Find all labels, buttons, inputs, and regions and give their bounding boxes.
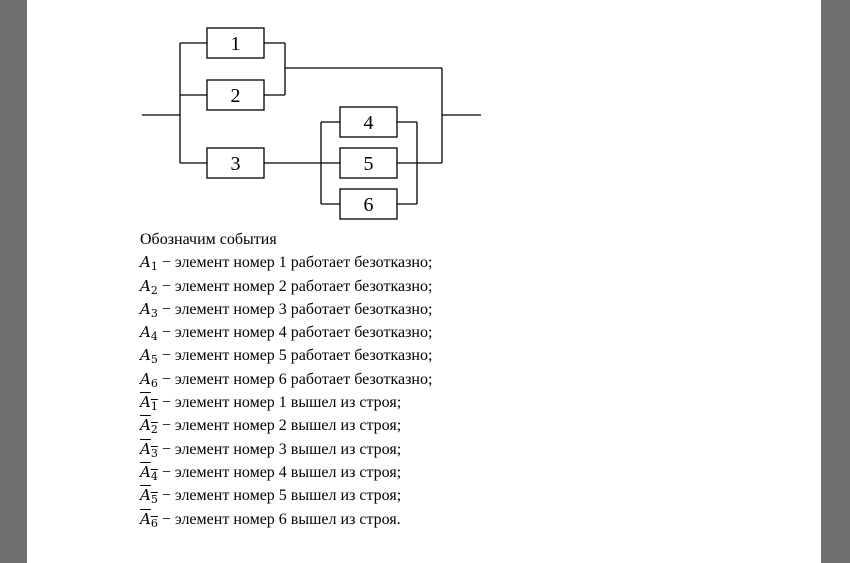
event-symbol: A1	[140, 253, 158, 274]
negated-event-symbol: A2	[140, 416, 158, 437]
block-label: 4	[364, 112, 374, 134]
block-label: 2	[231, 85, 241, 107]
block-3: 3	[206, 147, 265, 179]
negated-event-definition: A5 − элемент номер 5 вышел из строя;	[140, 486, 402, 507]
event-definition: A3 − элемент номер 3 работает безотказно…	[140, 299, 433, 320]
negated-event-definition: A1 − элемент номер 1 вышел из строя;	[140, 393, 402, 414]
event-symbol: A4	[140, 323, 158, 344]
block-label: 5	[364, 153, 374, 175]
event-definition: A6 − элемент номер 6 работает безотказно…	[140, 369, 433, 390]
event-definition: A2 − элемент номер 2 работает безотказно…	[140, 276, 433, 297]
event-symbol: A3	[140, 299, 158, 320]
event-definition: A5 − элемент номер 5 работает безотказно…	[140, 346, 433, 367]
event-symbol: A5	[140, 346, 158, 367]
negated-event-symbol: A6	[140, 509, 158, 530]
block-6: 6	[339, 188, 398, 220]
event-definitions: Обозначим события A1 − элемент номер 1 р…	[140, 229, 432, 531]
negated-event-symbol: A3	[140, 439, 158, 460]
block-4: 4	[339, 106, 398, 138]
event-symbol: A2	[140, 276, 158, 297]
block-label: 6	[364, 194, 374, 216]
negated-event-symbol: A1	[140, 393, 158, 414]
event-definition: A1 − элемент номер 1 работает безотказно…	[140, 253, 433, 274]
event-definition: A4 − элемент номер 4 работает безотказно…	[140, 323, 433, 344]
negated-event-symbol: A4	[140, 462, 158, 483]
diagram-wires	[142, 42, 481, 205]
negated-event-definition: A2 − элемент номер 2 вышел из строя;	[140, 416, 402, 437]
block-2: 2	[206, 79, 265, 111]
intro-text: Обозначим события	[140, 231, 277, 248]
negated-event-definition: A4 − элемент номер 4 вышел из строя;	[140, 462, 402, 483]
reliability-circuit-diagram: 1 2 3 4 5 6	[142, 27, 481, 220]
block-label: 1	[231, 33, 241, 55]
document-page: 1 2 3 4 5 6 Обозначим события A1 − элеме…	[27, 0, 821, 563]
block-5: 5	[339, 147, 398, 179]
event-symbol: A6	[140, 369, 158, 390]
negated-event-symbol: A5	[140, 486, 158, 507]
block-label: 3	[231, 153, 241, 175]
negated-event-definition: A3 − элемент номер 3 вышел из строя;	[140, 439, 402, 460]
block-1: 1	[206, 27, 265, 59]
negated-event-definition: A6 − элемент номер 6 вышел из строя.	[140, 509, 401, 530]
